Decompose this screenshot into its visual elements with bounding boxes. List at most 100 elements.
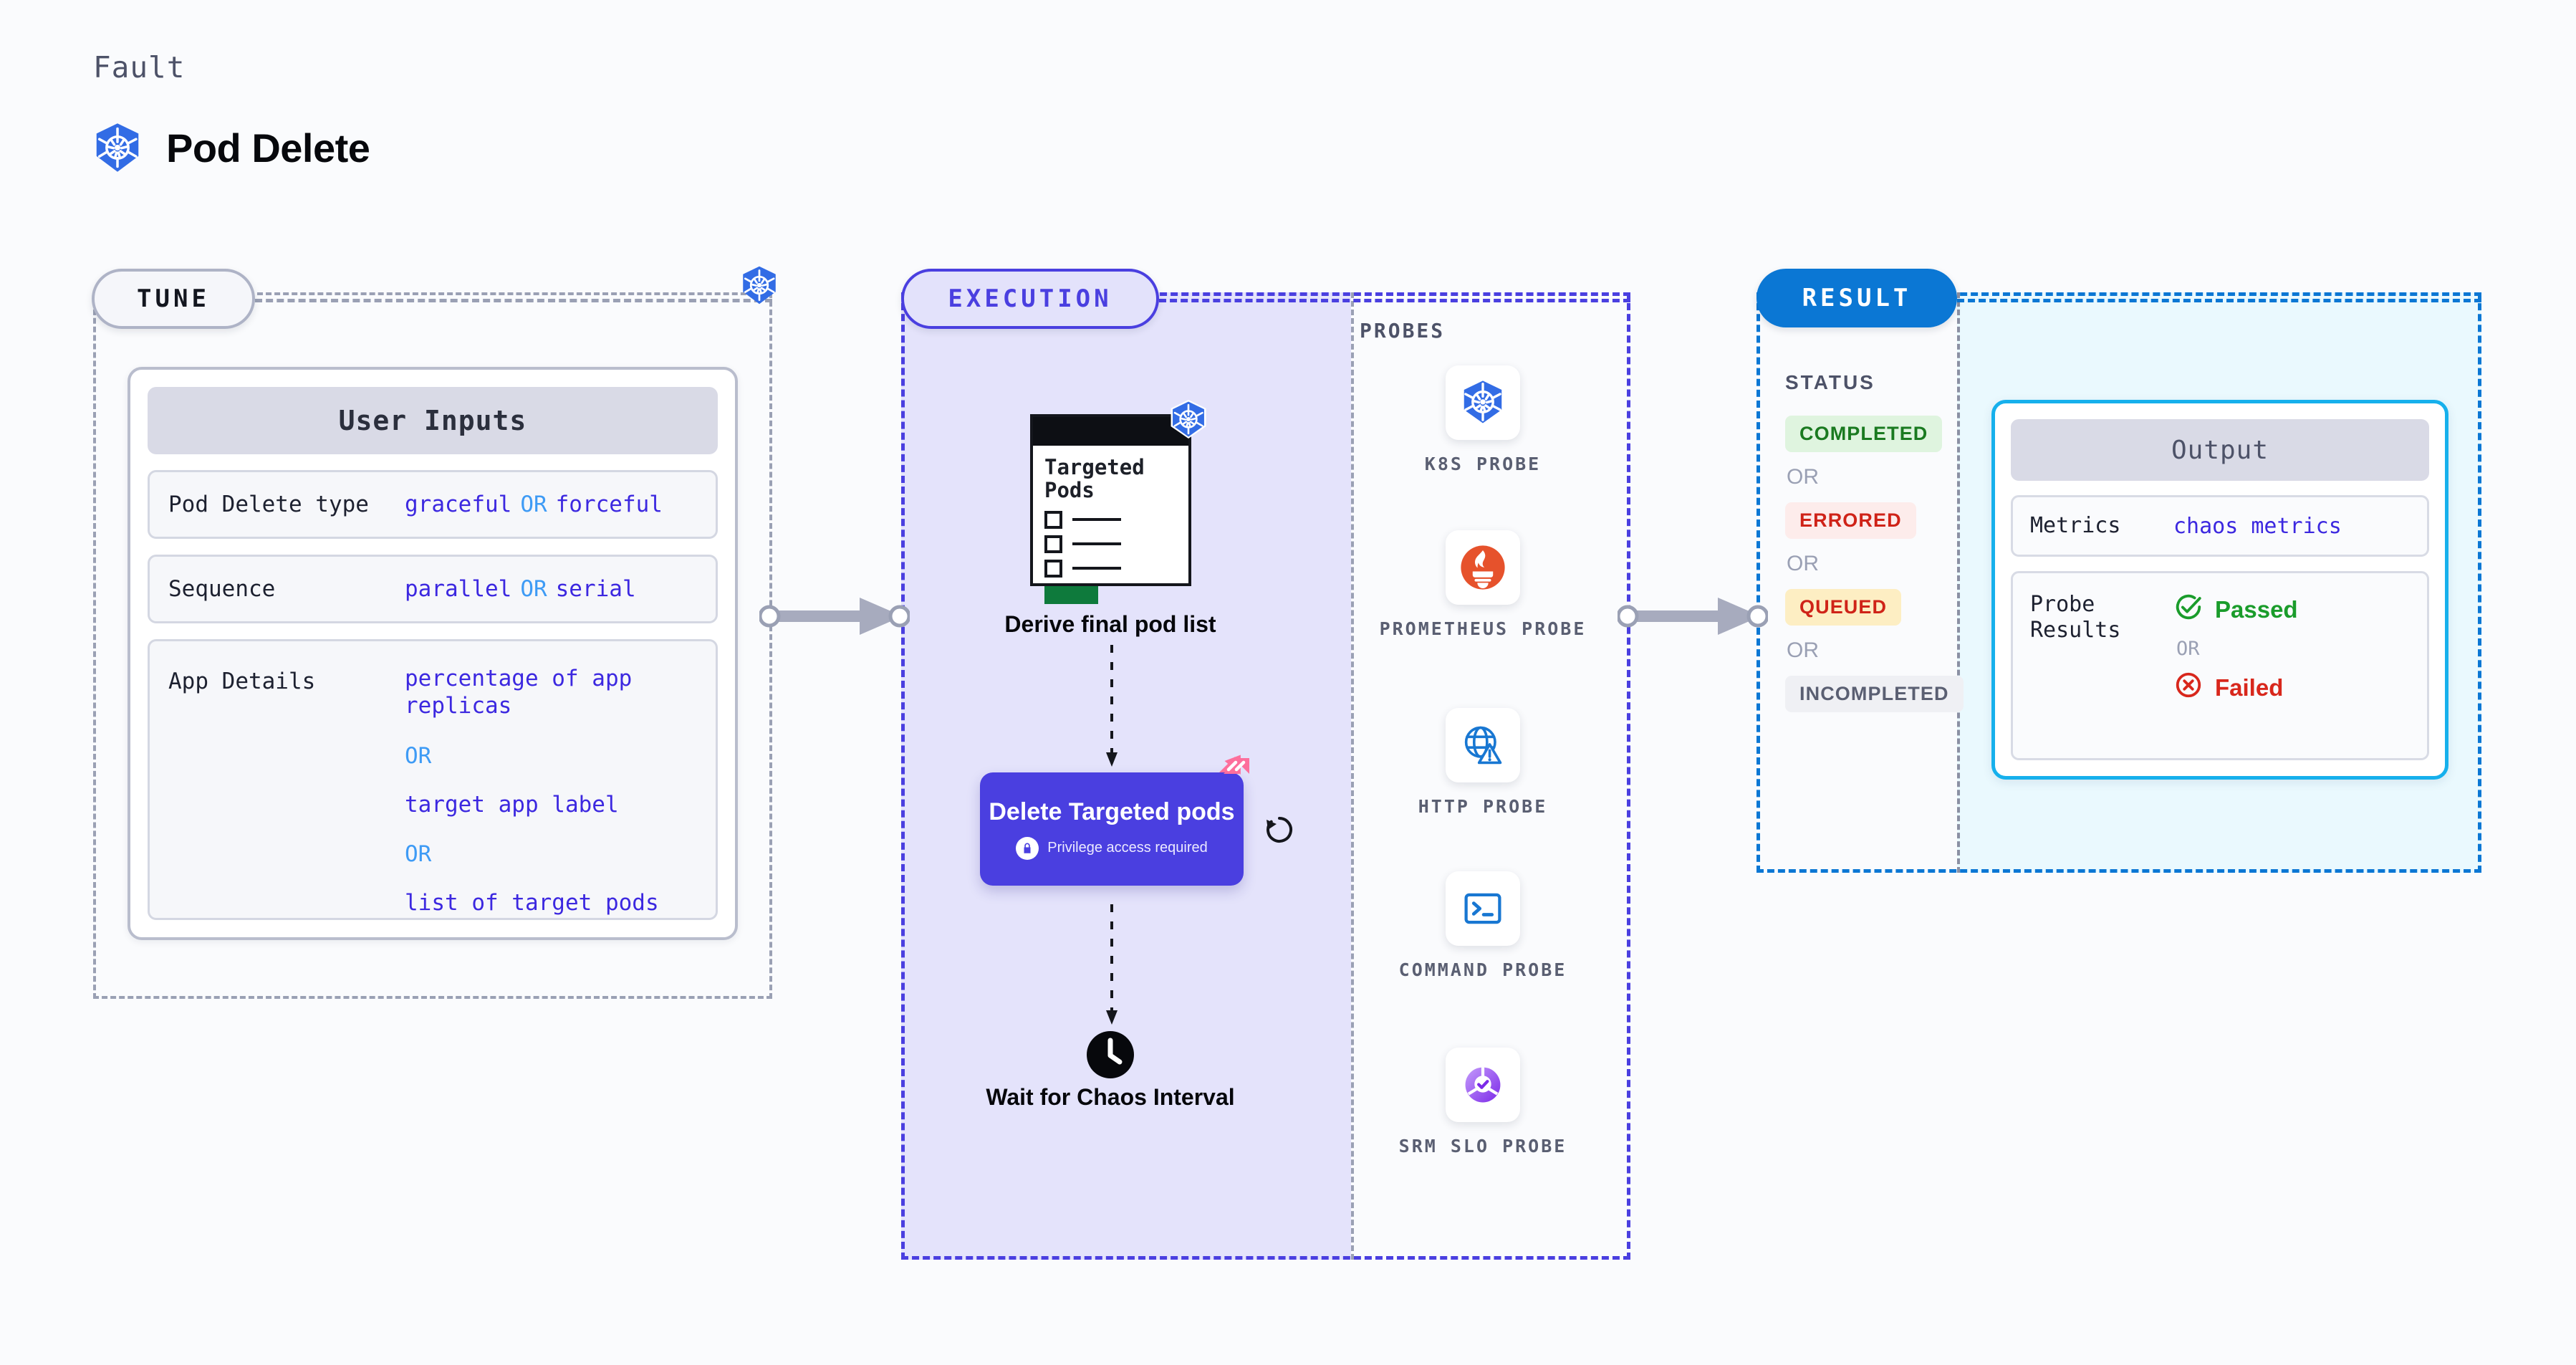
execution-to-result-arrow (1616, 586, 1769, 650)
input-value: target app label (405, 791, 619, 818)
list-item (1044, 559, 1177, 578)
probes-divider (1351, 292, 1354, 1260)
probe-result-passed: Passed (2173, 592, 2298, 628)
input-value: serial (555, 576, 636, 602)
output-key: Probe Results (2030, 592, 2121, 643)
result-section-badge[interactable]: RESULT (1756, 269, 1957, 327)
tune-section-badge[interactable]: TUNE (92, 269, 255, 329)
output-value: chaos metrics (2173, 513, 2342, 539)
targeted-pods-list (1044, 510, 1177, 578)
input-value: percentage of app replicas (405, 666, 633, 719)
output-key: Metrics (2030, 513, 2121, 538)
user-inputs-header: User Inputs (148, 387, 718, 454)
input-separator: OR (520, 492, 547, 517)
privilege-note: Privilege access required (1016, 836, 1208, 860)
status-badge-errored: ERRORED (1785, 502, 1916, 539)
probe-result-failed: Failed (2173, 670, 2298, 706)
prometheus-icon (1446, 530, 1520, 605)
probe-result-label: Passed (2215, 596, 2298, 623)
delete-targeted-pods-node[interactable]: Delete Targeted pods Privilege access re… (980, 755, 1249, 886)
input-value: parallel (405, 576, 512, 602)
x-circle-icon (2173, 670, 2203, 706)
status-badge-completed: COMPLETED (1785, 416, 1943, 452)
list-item (1044, 535, 1177, 553)
output-row-probe-results[interactable]: Probe Results Passed OR (2011, 571, 2429, 760)
harness-chaos-icon (1216, 754, 1261, 802)
user-inputs-card: User Inputs Pod Delete type graceful OR … (128, 367, 738, 940)
probe-label: K8S PROBE (1424, 454, 1542, 474)
checkbox-icon (1044, 535, 1062, 553)
input-value: graceful (405, 492, 512, 517)
retry-loop-icon (1262, 813, 1297, 851)
probe-item-command[interactable]: COMMAND PROBE (1375, 871, 1590, 982)
probe-item-prometheus[interactable]: PROMETHEUS PROBE (1375, 530, 1590, 641)
input-row-sequence[interactable]: Sequence parallel OR serial (148, 555, 718, 623)
probe-item-srm-slo[interactable]: SRM SLO PROBE (1375, 1048, 1590, 1158)
status-badge-incompleted: INCOMPLETED (1785, 676, 1964, 712)
probes-section-title: PROBES (1360, 319, 1446, 343)
kubernetes-icon (739, 265, 779, 309)
step-caption-wait-chaos-interval: Wait for Chaos Interval (986, 1084, 1235, 1110)
status-section-title: STATUS (1785, 371, 1875, 393)
input-value: forceful (555, 492, 663, 517)
result-region (1756, 292, 2481, 873)
app-details-values: percentage of app replicas OR target app… (405, 666, 670, 917)
status-separator: OR (1787, 465, 1819, 489)
kubernetes-icon (1446, 365, 1520, 440)
input-row-app-details[interactable]: App Details percentage of app replicas O… (148, 639, 718, 920)
list-line (1072, 518, 1121, 522)
execution-section-badge[interactable]: EXECUTION (901, 269, 1159, 329)
fault-eyebrow-label: Fault (93, 50, 186, 85)
privilege-note-text: Privilege access required (1047, 840, 1208, 856)
list-line (1072, 567, 1121, 570)
node-title: Delete Targeted pods (989, 798, 1235, 826)
tune-connector-line (255, 299, 772, 302)
input-row-pod-delete-type[interactable]: Pod Delete type graceful OR forceful (148, 470, 718, 539)
progress-bar (1044, 585, 1098, 604)
tune-region (93, 292, 772, 999)
targeted-pods-title: Targeted Pods (1044, 455, 1145, 503)
probe-label: SRM SLO PROBE (1398, 1136, 1567, 1156)
probe-result-label: Failed (2215, 674, 2284, 701)
fault-title-row: Pod Delete (92, 122, 370, 173)
flow-arrow-down (1103, 645, 1120, 777)
output-card-header: Output (2011, 419, 2429, 481)
kubernetes-icon (92, 122, 143, 173)
status-output-divider (1957, 292, 1960, 873)
srm-slo-donut-icon (1446, 1048, 1520, 1122)
checkbox-icon (1044, 559, 1062, 578)
check-circle-icon (2173, 592, 2203, 628)
terminal-icon (1446, 871, 1520, 946)
probe-label: HTTP PROBE (1418, 796, 1548, 817)
output-row-metrics[interactable]: Metrics chaos metrics (2011, 495, 2429, 557)
output-card: Output Metrics chaos metrics Probe Resul… (1991, 400, 2448, 780)
probe-item-http[interactable]: HTTP PROBE (1375, 708, 1590, 818)
kubernetes-icon (1169, 400, 1208, 442)
input-key: Pod Delete type (168, 492, 369, 517)
http-globe-warning-icon (1446, 708, 1520, 782)
flow-arrow-down (1103, 904, 1120, 1033)
input-key: App Details (168, 669, 316, 694)
input-separator: OR (405, 841, 432, 868)
execution-region (901, 292, 1630, 1260)
input-separator: OR (520, 576, 547, 602)
input-separator: OR (405, 742, 432, 769)
input-value: list of target pods (405, 890, 659, 916)
probe-results-values: Passed OR Failed (2173, 592, 2298, 706)
list-item (1044, 510, 1177, 529)
step-caption-derive-pod-list: Derive final pod list (1004, 611, 1216, 637)
probe-label: PROMETHEUS PROBE (1379, 618, 1587, 639)
probe-item-k8s[interactable]: K8S PROBE (1375, 365, 1590, 476)
card-titlebar (1033, 417, 1188, 446)
tune-to-execution-arrow (758, 586, 911, 650)
probe-result-separator: OR (2176, 638, 2200, 660)
input-key: Sequence (168, 576, 276, 602)
status-separator: OR (1787, 638, 1819, 662)
result-status-region-fill (1756, 292, 1957, 873)
lock-icon (1016, 836, 1039, 860)
status-list: COMPLETED OR ERRORED OR QUEUED OR INCOMP… (1785, 416, 1964, 712)
execution-connector-line (1159, 299, 1630, 302)
checkbox-icon (1044, 510, 1062, 529)
targeted-pods-card: Targeted Pods (1030, 400, 1206, 604)
